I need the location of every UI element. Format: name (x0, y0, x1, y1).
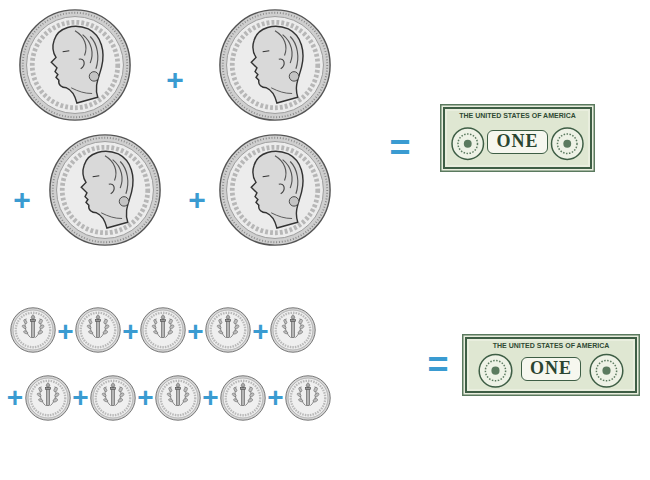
dollar-bill: THE UNITED STATES OF AMERICA ONE (462, 334, 640, 396)
quarter-coin (50, 135, 160, 245)
quarter-coin (220, 10, 330, 120)
quarter-coin (20, 10, 130, 120)
plus-sign: + (13, 185, 31, 215)
plus-sign: + (166, 65, 184, 95)
bill-denomination: ONE (487, 130, 547, 154)
plus-sign: + (72, 384, 88, 412)
plus-sign: + (267, 384, 283, 412)
dollar-bill: THE UNITED STATES OF AMERICA ONE (440, 104, 595, 172)
bill-denomination: ONE (521, 357, 581, 381)
dime-coin (141, 308, 185, 352)
bill-heading: THE UNITED STATES OF AMERICA (459, 112, 576, 120)
plus-sign: + (252, 318, 268, 346)
bill-heading: THE UNITED STATES OF AMERICA (493, 342, 610, 350)
dime-coin (76, 308, 120, 352)
quarter-coin (220, 135, 330, 245)
equals-sign: = (427, 347, 448, 383)
dime-coin (206, 308, 250, 352)
plus-sign: + (202, 384, 218, 412)
plus-sign: + (122, 318, 138, 346)
dime-coin (11, 308, 55, 352)
plus-sign: + (7, 384, 23, 412)
plus-sign: + (137, 384, 153, 412)
dime-coin (221, 376, 265, 420)
plus-sign: + (187, 318, 203, 346)
dime-coin (156, 376, 200, 420)
dime-coin (271, 308, 315, 352)
dime-coin (286, 376, 330, 420)
dime-coin (91, 376, 135, 420)
plus-sign: + (57, 318, 73, 346)
dime-coin (26, 376, 70, 420)
equals-sign: = (389, 130, 410, 166)
plus-sign: + (188, 185, 206, 215)
